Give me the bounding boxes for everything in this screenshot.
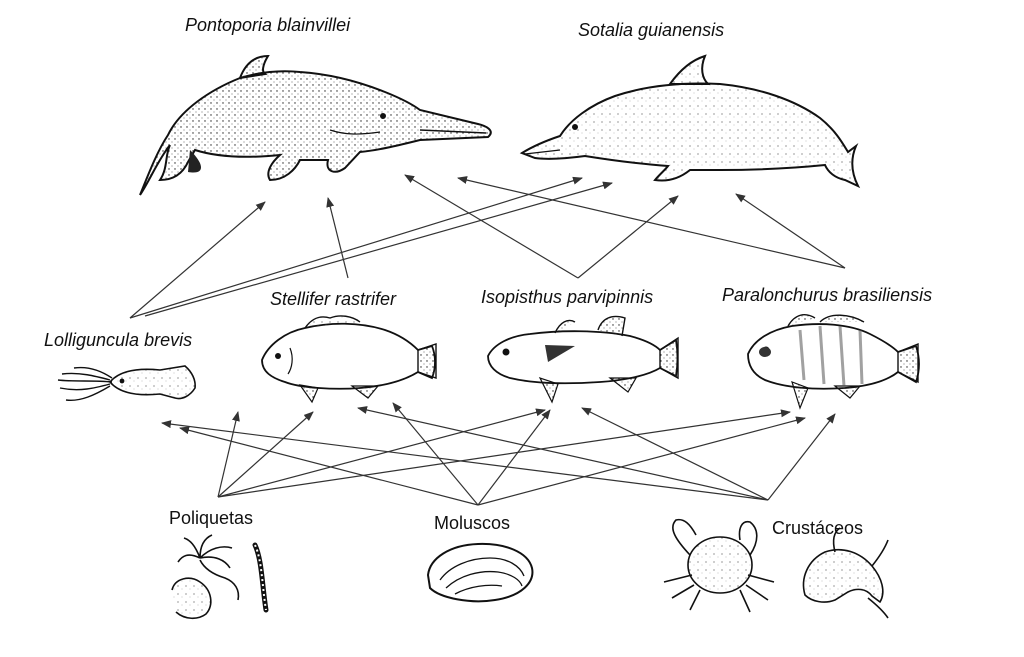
arrow-poliquetas-to-isopisthus: [217, 408, 546, 498]
arrow-poliquetas-to-lolliguncula: [217, 411, 240, 498]
crustaceos-illustration: [663, 518, 889, 619]
stellifer-illustration: [261, 315, 437, 404]
label-sotalia: Sotalia guianensis: [578, 20, 725, 40]
arrow-moluscos-to-isopisthus: [477, 409, 551, 506]
arrow-lolliguncula-to-pontoporia: [129, 201, 266, 319]
arrow-stellifer-to-pontoporia: [326, 197, 349, 279]
label-stellifer: Stellifer rastrifer: [270, 289, 397, 309]
arrow-lolliguncula-to-sotalia: [129, 176, 583, 319]
label-pontoporia: Pontoporia blainvillei: [185, 15, 351, 35]
arrow-poliquetas-to-paralonchurus: [217, 409, 791, 498]
arrow-isopisthus-to-pontoporia: [404, 174, 579, 279]
arrow-crustaceos-to-isopisthus: [581, 407, 769, 501]
label-moluscos: Moluscos: [434, 513, 511, 533]
arrow-moluscos-to-stellifer: [392, 402, 479, 506]
arrow-isopisthus-to-sotalia: [577, 195, 679, 279]
arrow-paralonchurus-to-sotalia: [735, 193, 846, 269]
pontoporia-illustration: [139, 54, 492, 196]
paralonchurus-illustration: [747, 314, 920, 410]
poliquetas-illustration: [171, 534, 269, 620]
label-poliquetas: Poliquetas: [169, 508, 254, 528]
label-paralonchurus: Paralonchurus brasiliensis: [722, 285, 933, 305]
isopisthus-illustration: [487, 315, 679, 404]
arrow-paralonchurus-to-pontoporia: [457, 176, 846, 269]
lolliguncula-illustration: [57, 365, 196, 402]
feeding-arrows: [129, 174, 846, 506]
arrow-crustaceos-to-stellifer: [357, 406, 769, 501]
sotalia-illustration: [519, 54, 861, 189]
arrow-moluscos-to-paralonchurus: [477, 416, 806, 506]
arrow-crustaceos-to-lolliguncula: [161, 420, 769, 501]
arrow-crustaceos-to-paralonchurus: [767, 413, 836, 501]
label-isopisthus: Isopisthus parvipinnis: [481, 287, 654, 307]
arrow-poliquetas-to-stellifer: [217, 411, 314, 498]
label-lolliguncula: Lolliguncula brevis: [44, 330, 193, 350]
arrow-moluscos-to-lolliguncula: [179, 426, 479, 506]
label-crustaceos: Crustáceos: [772, 518, 864, 538]
moluscos-illustration: [426, 542, 534, 603]
arrow-stellifer-to-sotalia: [144, 181, 613, 317]
